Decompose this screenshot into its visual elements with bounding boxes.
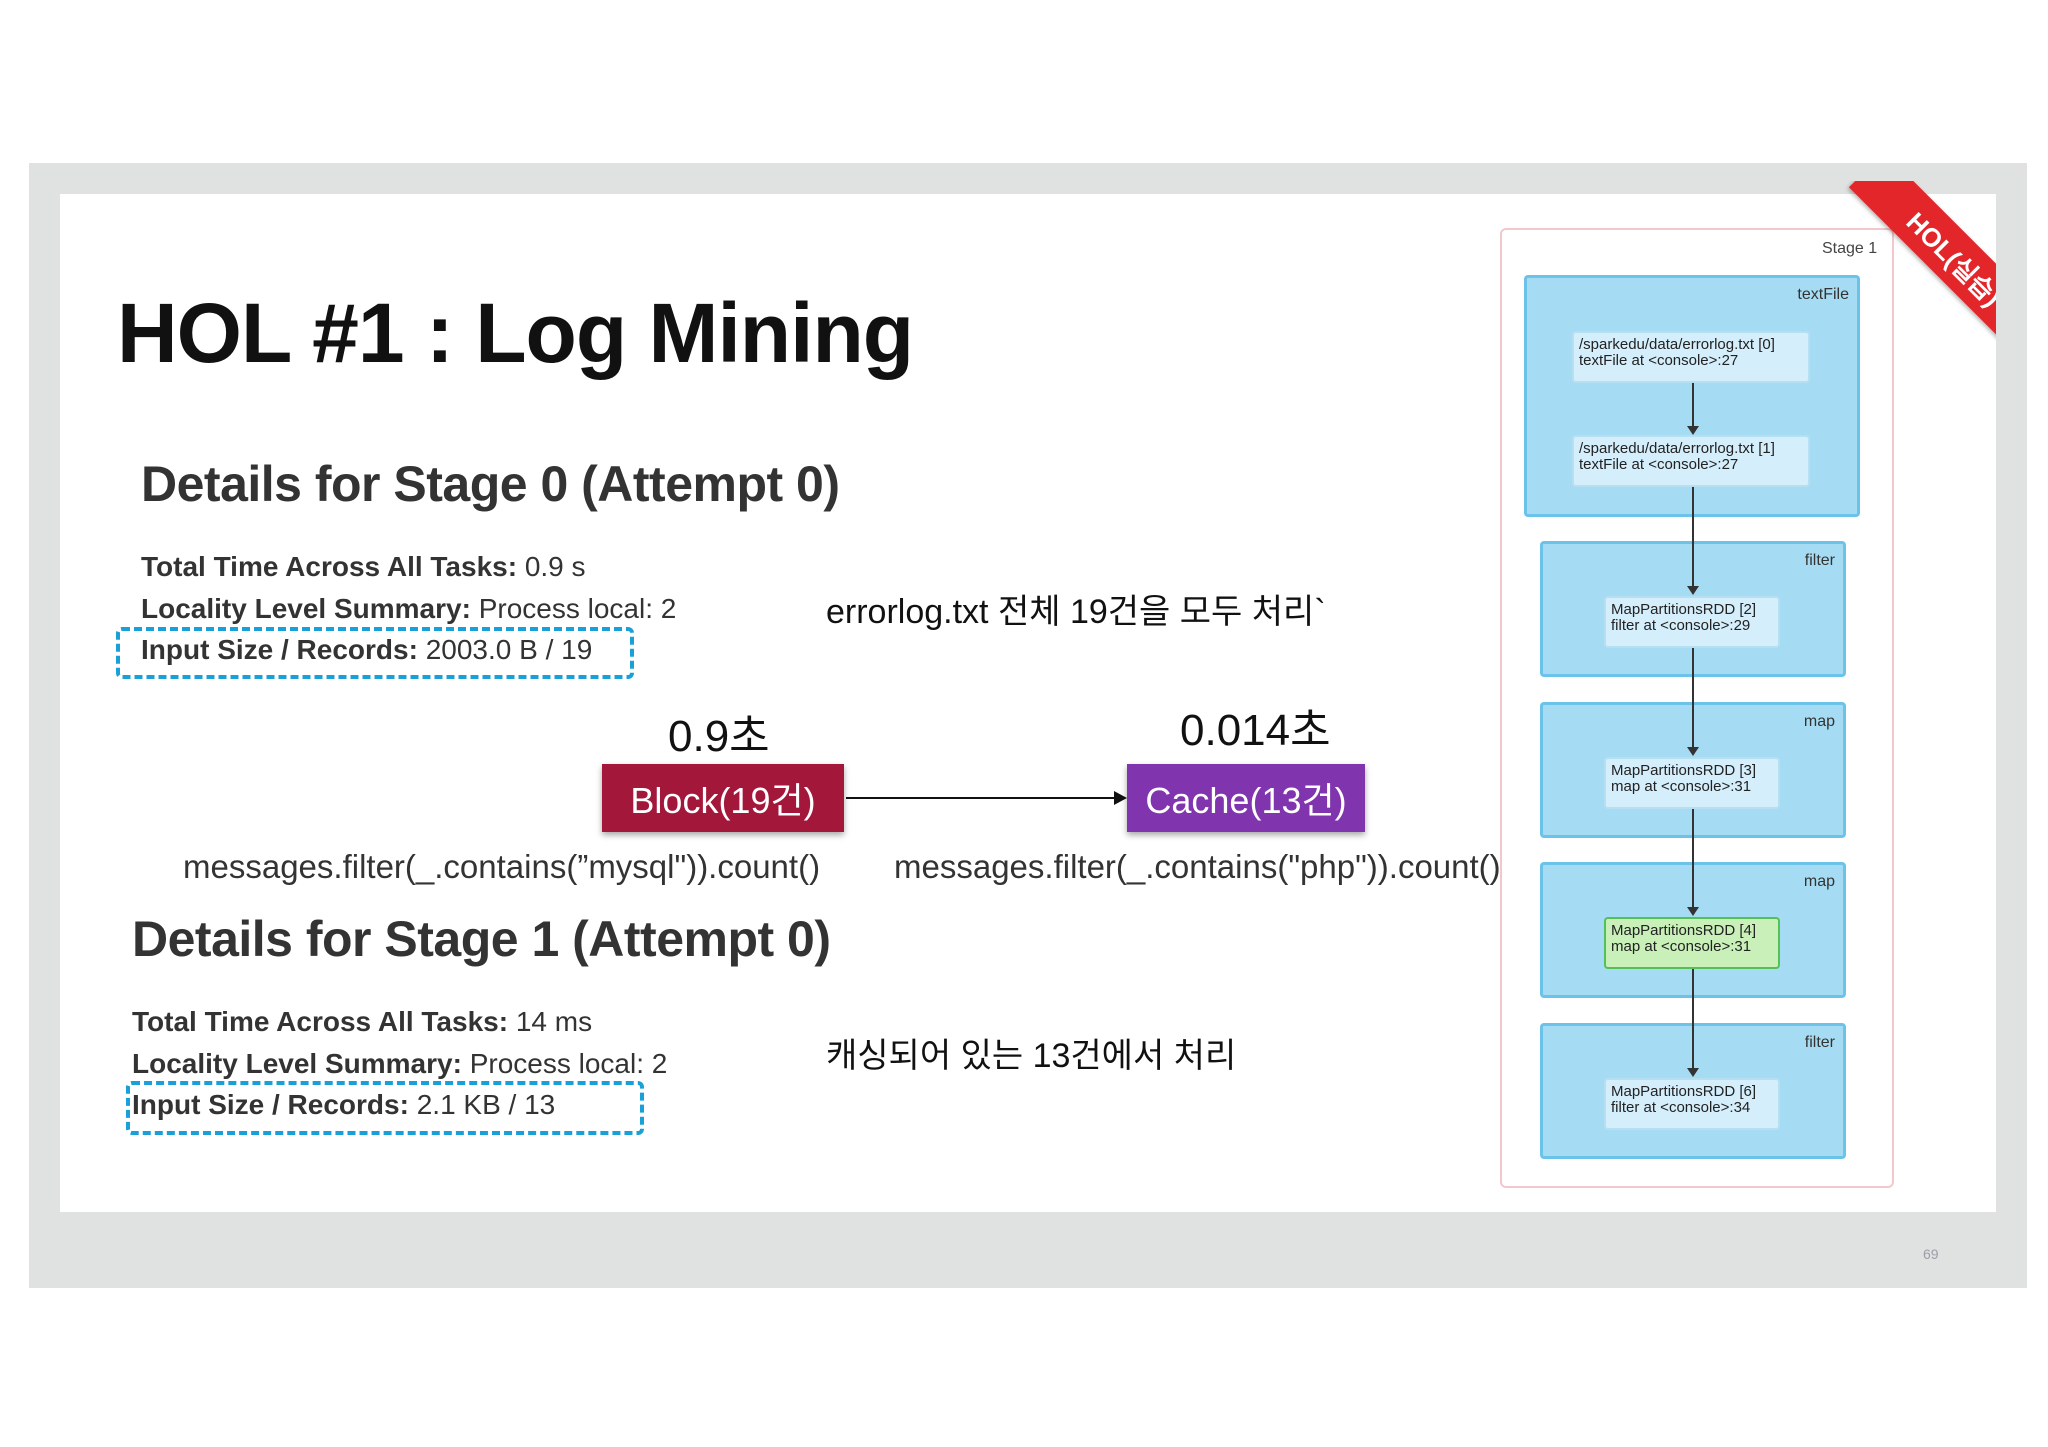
stage0-input-value: 2003.0 B / 19 bbox=[425, 634, 593, 665]
cache-time: 0.014초 bbox=[1180, 706, 1331, 755]
dag-node: MapPartitionsRDD [6] filter at <console>… bbox=[1604, 1078, 1780, 1130]
flow-arrow bbox=[846, 797, 1116, 799]
stage0-locality-value: Process local: 2 bbox=[478, 593, 677, 624]
dag-node-cached: MapPartitionsRDD [4] map at <console>:31 bbox=[1604, 917, 1780, 969]
dag-node-line1: /sparkedu/data/errorlog.txt [0] bbox=[1579, 336, 1775, 353]
stage1-total-time: Total Time Across All Tasks: 14 ms bbox=[132, 1006, 592, 1038]
dag-node-line2: filter at <console>:34 bbox=[1611, 1099, 1751, 1116]
dag-cluster-label: map bbox=[1803, 713, 1835, 730]
slide-title: HOL #1 : Log Mining bbox=[117, 286, 914, 380]
dag-edge bbox=[1692, 647, 1694, 747]
dag-node-line2: filter at <console>:29 bbox=[1611, 617, 1751, 634]
stage1-total-time-value: 14 ms bbox=[515, 1006, 593, 1037]
ribbon-badge: HOL(실습) bbox=[1808, 181, 1996, 369]
dag-arrow-head-icon bbox=[1687, 426, 1699, 435]
dag-cluster-label: filter bbox=[1804, 552, 1835, 569]
dag-node-line2: map at <console>:31 bbox=[1611, 778, 1752, 795]
dag-node-line2: textFile at <console>:27 bbox=[1579, 352, 1739, 369]
dag-node-line1: /sparkedu/data/errorlog.txt [1] bbox=[1579, 440, 1775, 457]
stage1-locality-value: Process local: 2 bbox=[469, 1048, 668, 1079]
dag-node: /sparkedu/data/errorlog.txt [1] textFile… bbox=[1572, 435, 1810, 487]
dag-cluster-label: textFile bbox=[1797, 286, 1849, 303]
block-chip: Block(19건) bbox=[602, 764, 844, 832]
dag-node-line2: textFile at <console>:27 bbox=[1579, 456, 1739, 473]
flow-arrow-head-icon bbox=[1114, 791, 1127, 805]
cache-chip: Cache(13건) bbox=[1127, 764, 1365, 832]
stage1-locality: Locality Level Summary: Process local: 2 bbox=[132, 1048, 667, 1080]
stage1-input-value: 2.1 KB / 13 bbox=[416, 1089, 556, 1120]
dag-node: /sparkedu/data/errorlog.txt [0] textFile… bbox=[1572, 331, 1810, 383]
stage1-locality-label: Locality Level Summary: bbox=[132, 1048, 462, 1079]
stage0-total-time-value: 0.9 s bbox=[524, 551, 586, 582]
dag-node-line1: MapPartitionsRDD [4] bbox=[1611, 922, 1757, 939]
dag-node: MapPartitionsRDD [3] map at <console>:31 bbox=[1604, 757, 1780, 809]
cached-note: 캐싱되어 있는 13건에서 처리 bbox=[826, 1037, 1237, 1075]
stage0-input-size: Input Size / Records: 2003.0 B / 19 bbox=[141, 634, 592, 666]
stage1-total-time-label: Total Time Across All Tasks: bbox=[132, 1006, 509, 1037]
cache-code: messages.filter(_.contains("php")).count… bbox=[894, 848, 1501, 885]
stage0-locality: Locality Level Summary: Process local: 2 bbox=[141, 593, 676, 625]
dag-node-line1: MapPartitionsRDD [6] bbox=[1611, 1083, 1757, 1100]
block-code: messages.filter(_.contains(”mysql")).cou… bbox=[183, 848, 821, 885]
dag-edge bbox=[1692, 808, 1694, 907]
stage0-input-label: Input Size / Records: bbox=[141, 634, 418, 665]
dag-node-line2: map at <console>:31 bbox=[1611, 938, 1752, 955]
page-number: 69 bbox=[1923, 1246, 1939, 1262]
stage0-input-highlight bbox=[116, 627, 634, 679]
dag-edge bbox=[1692, 382, 1694, 428]
dag-cluster-label: filter bbox=[1804, 1034, 1835, 1051]
ribbon-label: HOL(실습) bbox=[1848, 181, 1996, 365]
stage1-input-highlight bbox=[126, 1081, 644, 1135]
dag-arrow-head-icon bbox=[1687, 1068, 1699, 1077]
stage1-heading: Details for Stage 1 (Attempt 0) bbox=[132, 911, 831, 967]
stage0-total-time-label: Total Time Across All Tasks: bbox=[141, 551, 518, 582]
dag-cluster-label: map bbox=[1803, 873, 1835, 890]
block-time: 0.9초 bbox=[668, 712, 770, 761]
dag-node: MapPartitionsRDD [2] filter at <console>… bbox=[1604, 596, 1780, 648]
stage0-heading: Details for Stage 0 (Attempt 0) bbox=[141, 456, 840, 512]
dag-node-line1: MapPartitionsRDD [2] bbox=[1611, 601, 1757, 618]
errorlog-note: errorlog.txt 전체 19건을 모두 처리` bbox=[826, 593, 1326, 631]
dag-edge bbox=[1692, 487, 1694, 586]
dag-edge bbox=[1692, 968, 1694, 1068]
stage1-input-label: Input Size / Records: bbox=[132, 1089, 409, 1120]
dag-arrow-head-icon bbox=[1687, 586, 1699, 595]
stage1-input-size: Input Size / Records: 2.1 KB / 13 bbox=[132, 1089, 555, 1121]
dag-node-line1: MapPartitionsRDD [3] bbox=[1611, 762, 1757, 779]
stage0-locality-label: Locality Level Summary: bbox=[141, 593, 471, 624]
dag-stage-label: Stage 1 bbox=[1822, 240, 1878, 257]
dag-arrow-head-icon bbox=[1687, 907, 1699, 916]
dag-arrow-head-icon bbox=[1687, 747, 1699, 756]
stage0-total-time: Total Time Across All Tasks: 0.9 s bbox=[141, 551, 586, 583]
